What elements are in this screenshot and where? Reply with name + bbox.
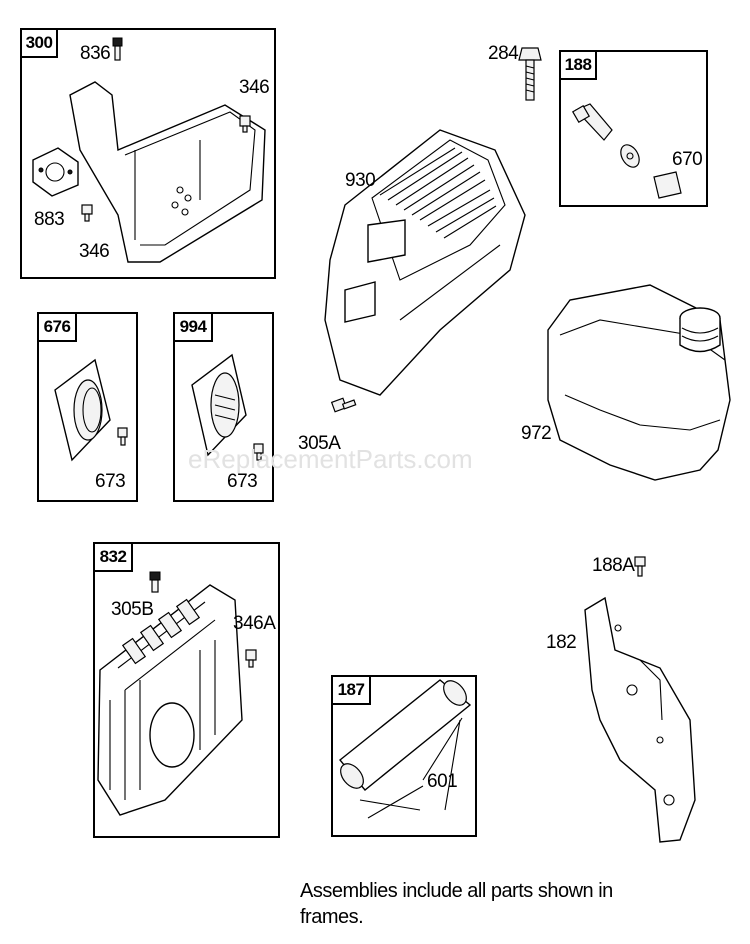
screw-673-left-drawing xyxy=(117,427,128,446)
frame-994: 994 xyxy=(173,312,274,502)
part-label-182: 182 xyxy=(546,632,577,653)
part-label-601: 601 xyxy=(427,771,458,792)
part-label-284: 284 xyxy=(488,43,519,64)
part-label-305B: 305B xyxy=(111,599,154,620)
screw-305B-drawing xyxy=(149,571,161,593)
part-label-673-left: 673 xyxy=(95,471,126,492)
part-label-346-bottom: 346 xyxy=(79,241,110,262)
part-label-346-top: 346 xyxy=(239,77,270,98)
frame-832: 832 xyxy=(93,542,280,838)
frame-tag-188: 188 xyxy=(559,50,597,80)
frame-676: 676 xyxy=(37,312,138,502)
part-label-930: 930 xyxy=(345,170,376,191)
screw-188A-drawing xyxy=(634,556,646,577)
screw-346A-drawing xyxy=(245,649,257,668)
part-label-836: 836 xyxy=(80,43,111,64)
muffler-guard-300-drawing xyxy=(32,81,266,263)
tube-187-drawing xyxy=(339,679,472,811)
part-label-673-right: 673 xyxy=(227,471,258,492)
bolt-284-drawing xyxy=(518,47,542,101)
frame-300: 300 xyxy=(20,28,276,279)
caption-note: Assemblies include all parts shown in fr… xyxy=(300,880,613,928)
bolt-188-drawing xyxy=(571,103,640,168)
muffler-guard-832-drawing xyxy=(97,584,243,816)
bolt-836-drawing xyxy=(112,37,123,61)
bracket-182-drawing xyxy=(584,596,696,843)
part-label-972: 972 xyxy=(521,423,552,444)
heat-shield-930-drawing xyxy=(324,129,526,396)
frame-187: 187 xyxy=(331,675,477,837)
part-label-188A: 188A xyxy=(592,555,635,576)
frame-tag-187: 187 xyxy=(331,675,371,705)
part-label-305A: 305A xyxy=(298,433,341,454)
frame-tag-832: 832 xyxy=(93,542,133,572)
screw-346-top-drawing xyxy=(239,115,251,133)
part-label-670: 670 xyxy=(672,149,703,170)
screw-346-bottom-drawing xyxy=(81,204,93,222)
frame-tag-994: 994 xyxy=(173,312,213,342)
part-label-883: 883 xyxy=(34,209,65,230)
part-label-346A: 346A xyxy=(233,613,276,634)
screw-673-right-drawing xyxy=(253,443,264,461)
fuel-tank-972-drawing xyxy=(547,284,731,481)
screw-305A-drawing xyxy=(330,397,357,413)
frame-tag-676: 676 xyxy=(37,312,77,342)
leader-601 xyxy=(367,717,463,819)
plate-676-drawing xyxy=(54,358,111,462)
frame-188: 188 xyxy=(559,50,708,207)
watermark: eReplacementParts.com xyxy=(188,444,473,474)
plate-994-drawing xyxy=(191,353,247,457)
frame-tag-300: 300 xyxy=(20,28,58,58)
spacer-670-drawing xyxy=(653,171,682,199)
